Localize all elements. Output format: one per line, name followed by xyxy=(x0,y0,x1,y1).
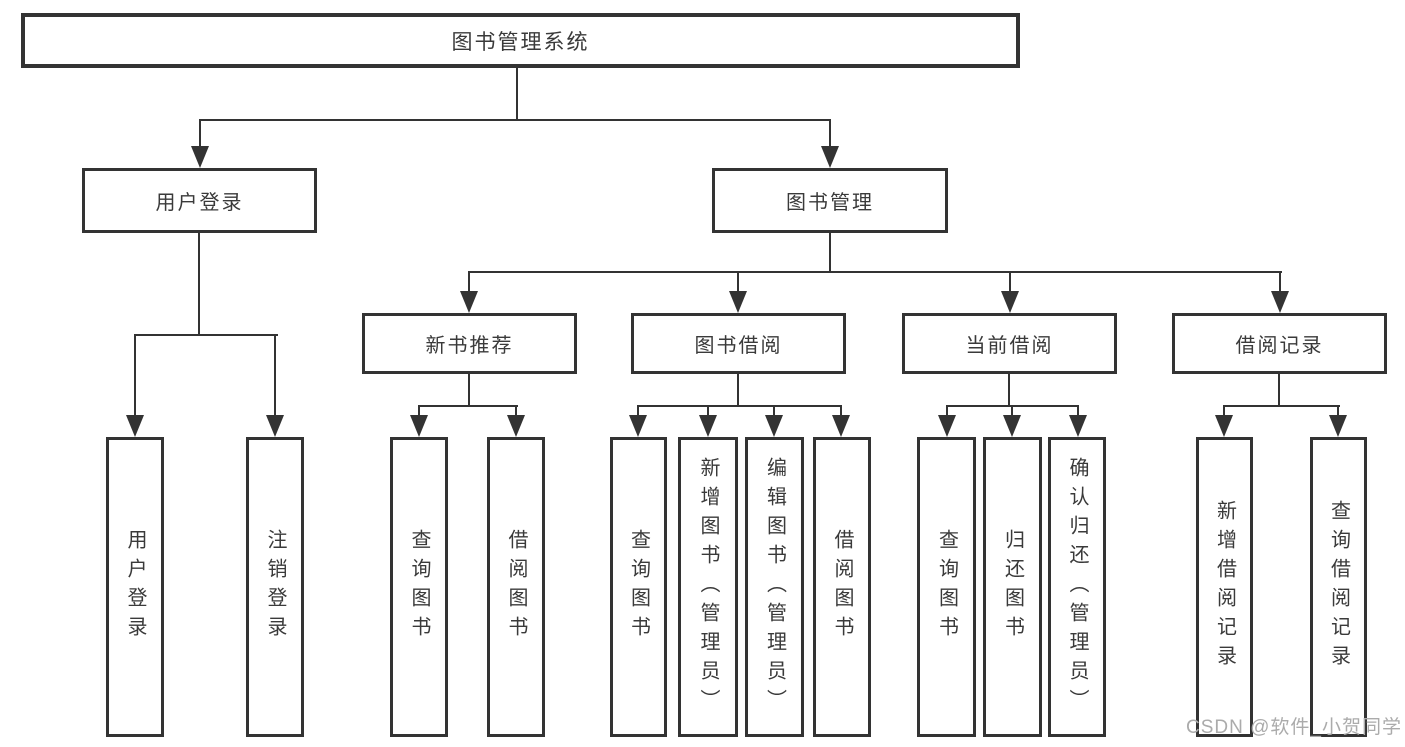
connector-line xyxy=(1223,405,1340,407)
arrowhead-icon xyxy=(765,415,783,437)
connector-line xyxy=(773,405,775,417)
connector-line xyxy=(199,119,201,148)
connector-line xyxy=(737,374,739,407)
leaf-logout-label: 注销登录 xyxy=(264,529,286,645)
leaf-logout: 注销登录 xyxy=(246,437,304,737)
connector-line xyxy=(199,119,831,121)
node-book-borrow: 图书借阅 xyxy=(631,313,846,374)
node-root-label: 图书管理系统 xyxy=(451,30,590,54)
leaf-borrow-book-recommend: 借阅图书 xyxy=(487,437,545,737)
connector-line xyxy=(1011,405,1013,417)
leaf-add-borrow-record: 新增借阅记录 xyxy=(1196,437,1253,737)
connector-line xyxy=(516,68,518,121)
arrowhead-icon xyxy=(266,415,284,437)
connector-line xyxy=(515,405,517,417)
connector-line xyxy=(468,271,1282,273)
connector-line xyxy=(707,405,709,417)
leaf-borrow-book-recommend-label: 借阅图书 xyxy=(505,529,527,645)
node-current-borrow: 当前借阅 xyxy=(902,313,1117,374)
leaf-return-book-label: 归还图书 xyxy=(1001,529,1024,645)
arrowhead-icon xyxy=(821,146,839,168)
csdn-watermark: CSDN @软件_小贺同学 xyxy=(1186,717,1402,738)
leaf-borrow-book-label: 借阅图书 xyxy=(831,529,853,645)
leaf-add-book-admin-label: 新增图书（管理员） xyxy=(697,456,719,718)
arrowhead-icon xyxy=(410,415,428,437)
connector-line xyxy=(946,405,948,417)
node-borrow-record-label: 借阅记录 xyxy=(1235,335,1324,357)
leaf-query-book-recommend-label: 查询图书 xyxy=(408,529,430,645)
leaf-query-book-current-label: 查询图书 xyxy=(935,529,958,645)
arrowhead-icon xyxy=(1003,415,1021,437)
node-current-borrow-label: 当前借阅 xyxy=(965,335,1054,357)
leaf-add-book-admin: 新增图书（管理员） xyxy=(678,437,738,737)
connector-line xyxy=(274,334,276,417)
connector-line xyxy=(468,374,470,407)
connector-line xyxy=(1009,271,1011,293)
connector-line xyxy=(134,334,136,417)
connector-line xyxy=(134,334,278,336)
arrowhead-icon xyxy=(629,415,647,437)
connector-line xyxy=(1278,374,1280,407)
arrowhead-icon xyxy=(1069,415,1087,437)
leaf-user-login: 用户登录 xyxy=(106,437,164,737)
leaf-edit-book-admin: 编辑图书（管理员） xyxy=(745,437,804,737)
leaf-confirm-return-admin: 确认归还（管理员） xyxy=(1048,437,1106,737)
connector-line xyxy=(637,405,639,417)
node-user-login: 用户登录 xyxy=(82,168,317,233)
arrowhead-icon xyxy=(938,415,956,437)
node-user-login-label: 用户登录 xyxy=(155,192,244,214)
connector-line xyxy=(637,405,842,407)
connector-line xyxy=(418,405,518,407)
leaf-borrow-book: 借阅图书 xyxy=(813,437,871,737)
arrowhead-icon xyxy=(507,415,525,437)
connector-line xyxy=(1279,271,1281,293)
leaf-confirm-return-admin-label: 确认归还（管理员） xyxy=(1066,456,1088,718)
connector-line xyxy=(1223,405,1225,417)
node-root: 图书管理系统 xyxy=(21,13,1020,68)
node-book-management: 图书管理 xyxy=(712,168,948,233)
connector-line xyxy=(1077,405,1079,417)
node-new-book-recommend-label: 新书推荐 xyxy=(425,335,514,357)
connector-line xyxy=(840,405,842,417)
arrowhead-icon xyxy=(832,415,850,437)
connector-line xyxy=(198,233,200,336)
connector-line xyxy=(737,271,739,293)
connector-line xyxy=(829,119,831,148)
leaf-query-book-borrow: 查询图书 xyxy=(610,437,667,737)
leaf-return-book: 归还图书 xyxy=(983,437,1042,737)
node-new-book-recommend: 新书推荐 xyxy=(362,313,577,374)
arrowhead-icon xyxy=(729,291,747,313)
leaf-query-book-borrow-label: 查询图书 xyxy=(627,529,650,645)
connector-line xyxy=(1008,374,1010,407)
node-book-borrow-label: 图书借阅 xyxy=(694,335,783,357)
connector-line xyxy=(1337,405,1339,417)
arrowhead-icon xyxy=(126,415,144,437)
leaf-edit-book-admin-label: 编辑图书（管理员） xyxy=(763,456,786,718)
leaf-query-borrow-record: 查询借阅记录 xyxy=(1310,437,1367,737)
arrowhead-icon xyxy=(191,146,209,168)
node-book-management-label: 图书管理 xyxy=(786,192,874,214)
leaf-query-book-current: 查询图书 xyxy=(917,437,976,737)
leaf-add-borrow-record-label: 新增借阅记录 xyxy=(1213,500,1236,674)
connector-line xyxy=(829,233,831,273)
arrowhead-icon xyxy=(1001,291,1019,313)
node-borrow-record: 借阅记录 xyxy=(1172,313,1387,374)
leaf-query-book-recommend: 查询图书 xyxy=(390,437,448,737)
arrowhead-icon xyxy=(699,415,717,437)
arrowhead-icon xyxy=(1329,415,1347,437)
arrowhead-icon xyxy=(1215,415,1233,437)
connector-line xyxy=(418,405,420,417)
arrowhead-icon xyxy=(460,291,478,313)
leaf-query-borrow-record-label: 查询借阅记录 xyxy=(1327,500,1350,674)
connector-line xyxy=(468,271,470,293)
leaf-user-login-label: 用户登录 xyxy=(124,529,146,645)
arrowhead-icon xyxy=(1271,291,1289,313)
